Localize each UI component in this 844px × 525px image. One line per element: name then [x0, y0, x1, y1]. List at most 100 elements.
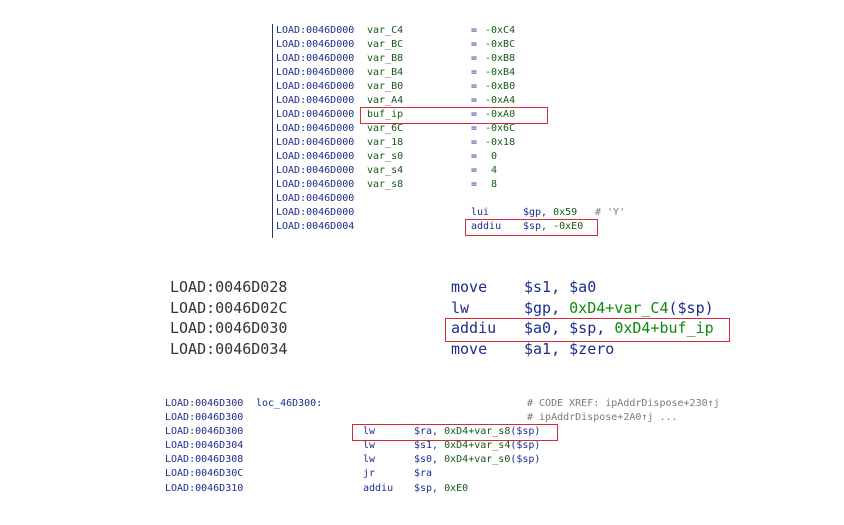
line-address: LOAD:0046D000 [276, 109, 355, 120]
line-address: LOAD:0046D000 [276, 67, 355, 78]
var-name[interactable]: var_C4 [367, 25, 404, 36]
var-name[interactable]: var_6C [367, 123, 404, 134]
instruction-mnemonic: jr [363, 468, 376, 480]
operand-registers: $s0, [414, 454, 445, 466]
var-offset: 8 [485, 179, 498, 190]
operand-stack-ref[interactable]: 0xD4+var_s8 [444, 426, 511, 438]
operand-stack-ref[interactable]: 0xD4+var_C4 [569, 298, 669, 317]
listing-line[interactable]: LOAD:0046D000 [273, 192, 613, 206]
var-name[interactable]: var_BC [367, 39, 404, 50]
listing-line[interactable]: LOAD:0046D030 addiu $a0, $sp, 0xD4+buf_ip [170, 318, 740, 339]
instruction-mnemonic: addiu [451, 319, 497, 337]
instruction-mnemonic: lw [451, 298, 470, 317]
instruction-operands: $a1, $zero [524, 339, 615, 358]
operand-registers: $s1, [414, 440, 445, 452]
line-address: LOAD:0046D000 [276, 95, 355, 106]
line-address: LOAD:0046D004 [276, 221, 355, 232]
operand-base: ($sp) [510, 426, 541, 438]
listing-line[interactable]: LOAD:0046D300# ipAddrDispose+2A0↑j ... [165, 411, 765, 425]
line-address: LOAD:0046D030 [170, 319, 288, 337]
line-address: LOAD:0046D000 [276, 151, 355, 162]
var-offset: -0x18 [485, 137, 516, 148]
var-name[interactable]: var_B4 [367, 67, 404, 78]
equals-sign: = [471, 53, 478, 64]
operand-stack-ref[interactable]: 0xD4+var_s0 [444, 454, 511, 466]
line-address: LOAD:0046D000 [276, 207, 355, 218]
listing-line[interactable]: LOAD:0046D300 lw $ra, 0xD4+var_s8($sp) [165, 425, 765, 439]
operand-base: ($sp) [510, 440, 541, 452]
var-name[interactable]: var_s4 [367, 165, 404, 176]
instruction-operands: $gp, 0x59 [523, 206, 577, 220]
listing-line[interactable]: LOAD:0046D000 var_18 = -0x18 [273, 136, 613, 150]
instruction-mnemonic: lw [363, 426, 376, 438]
operand-registers: $gp, [524, 298, 570, 317]
code-label[interactable]: loc_46D300: [256, 398, 323, 409]
operand-immediate: 0x59 [553, 207, 578, 218]
listing-line[interactable]: LOAD:0046D004 addiu $sp, -0xE0 [273, 220, 613, 234]
equals-sign: = [471, 179, 478, 190]
listing-line[interactable]: LOAD:0046D000 var_s8 = 8 [273, 178, 613, 192]
line-address: LOAD:0046D300 [165, 426, 244, 438]
equals-sign: = [471, 95, 478, 106]
var-name[interactable]: var_B8 [367, 53, 404, 64]
line-address: LOAD:0046D000 [276, 81, 355, 92]
listing-line[interactable]: LOAD:0046D000 var_s0 = 0 [273, 150, 613, 164]
instruction-operands: $ra, 0xD4+var_s8($sp) [414, 425, 540, 439]
instruction-mnemonic: move [451, 278, 488, 296]
xref-comment[interactable]: # CODE XREF: ipAddrDispose+230↑j [527, 398, 720, 409]
line-address: LOAD:0046D000 [276, 123, 355, 134]
instruction-operands: $sp, 0xE0 [414, 482, 468, 496]
line-address: LOAD:0046D000 [276, 179, 355, 190]
equals-sign: = [471, 81, 478, 92]
line-address: LOAD:0046D000 [276, 53, 355, 64]
var-name[interactable]: var_18 [367, 137, 404, 148]
equals-sign: = [471, 137, 478, 148]
var-offset: -0xBC [485, 39, 516, 50]
line-address: LOAD:0046D000 [276, 137, 355, 148]
var-offset: 4 [485, 165, 498, 176]
var-offset: -0xC4 [485, 25, 516, 36]
instruction-operands: $sp, -0xE0 [523, 220, 583, 234]
line-address: LOAD:0046D300 [165, 398, 244, 409]
operand-registers: $sp, [414, 482, 445, 494]
operand-base: ($sp) [510, 454, 541, 466]
var-name[interactable]: var_A4 [367, 95, 404, 106]
line-address: LOAD:0046D30C [165, 468, 244, 480]
var-name-buf-ip[interactable]: buf_ip [367, 109, 404, 120]
operand-registers: $a0, $sp, [524, 319, 615, 337]
instruction-mnemonic: addiu [471, 221, 502, 232]
line-address: LOAD:0046D310 [165, 482, 244, 494]
instruction-mnemonic: lw [363, 440, 376, 452]
line-address: LOAD:0046D000 [276, 39, 355, 50]
var-name[interactable]: var_B0 [367, 81, 404, 92]
var-name[interactable]: var_s0 [367, 151, 404, 162]
line-comment: # 'Y' [595, 207, 626, 218]
var-name[interactable]: var_s8 [367, 179, 404, 190]
var-offset: 0 [485, 151, 498, 162]
operand-stack-ref[interactable]: 0xD4+buf_ip [614, 319, 714, 337]
xref-comment[interactable]: # ipAddrDispose+2A0↑j ... [527, 412, 678, 424]
equals-sign: = [471, 151, 478, 162]
operand-stack-ref[interactable]: 0xD4+var_s4 [444, 440, 511, 452]
listing-line[interactable]: LOAD:0046D300 loc_46D300: # CODE XREF: ipA… [165, 397, 765, 411]
equals-sign: = [471, 109, 478, 120]
